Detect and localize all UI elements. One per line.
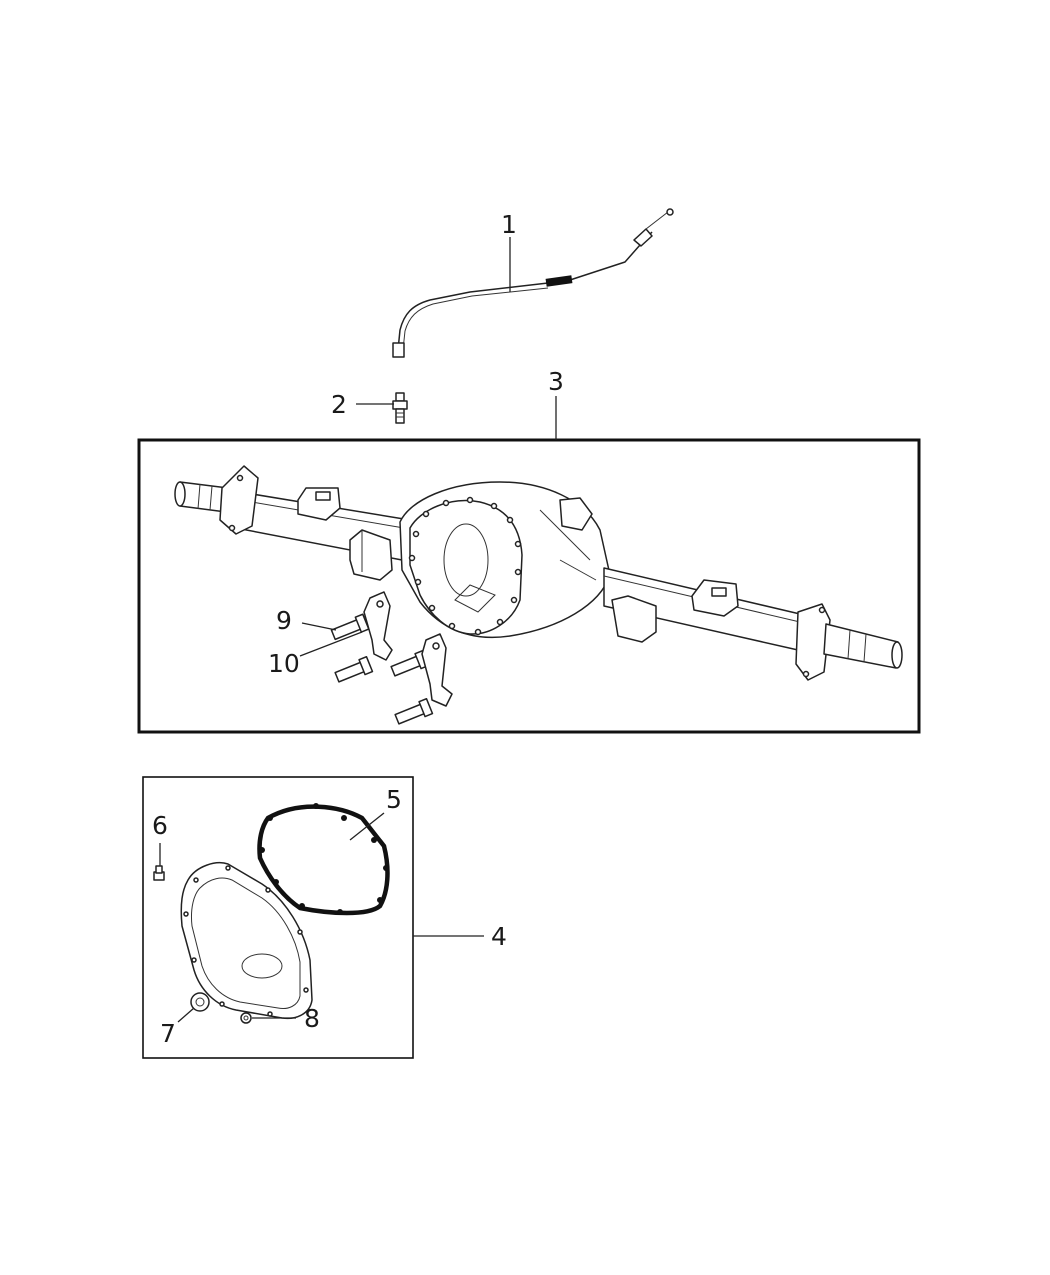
axle-assembly-frame [137,438,921,734]
bolt-part-9 [330,613,434,725]
leader-line-9 [301,622,337,631]
bearing-cap-part-10 [363,591,453,707]
drain-plug-part-8 [240,1012,252,1024]
vent-fitting-part-2 [392,392,408,424]
callout-10: 10 [268,649,300,678]
vent-hose-part-1 [392,208,674,358]
cover-bolt-part-6 [153,865,165,881]
gasket-part-5 [257,803,390,916]
axle-housing-part-3 [174,465,903,681]
callout-5: 5 [386,785,402,814]
callout-6: 6 [152,811,168,840]
callout-8: 8 [304,1004,320,1033]
callout-9: 9 [276,606,292,635]
callout-2: 2 [331,390,347,419]
fill-plug-part-7 [190,992,210,1012]
leader-line-7 [177,1007,195,1023]
callout-4: 4 [491,922,507,951]
callout-7: 7 [160,1019,176,1048]
callout-3: 3 [548,367,564,396]
leader-line-5 [349,812,385,841]
differential-cover [180,862,313,1020]
leader-line-10 [299,631,363,657]
cover-kit-frame [142,776,414,1059]
callout-1: 1 [501,210,517,239]
